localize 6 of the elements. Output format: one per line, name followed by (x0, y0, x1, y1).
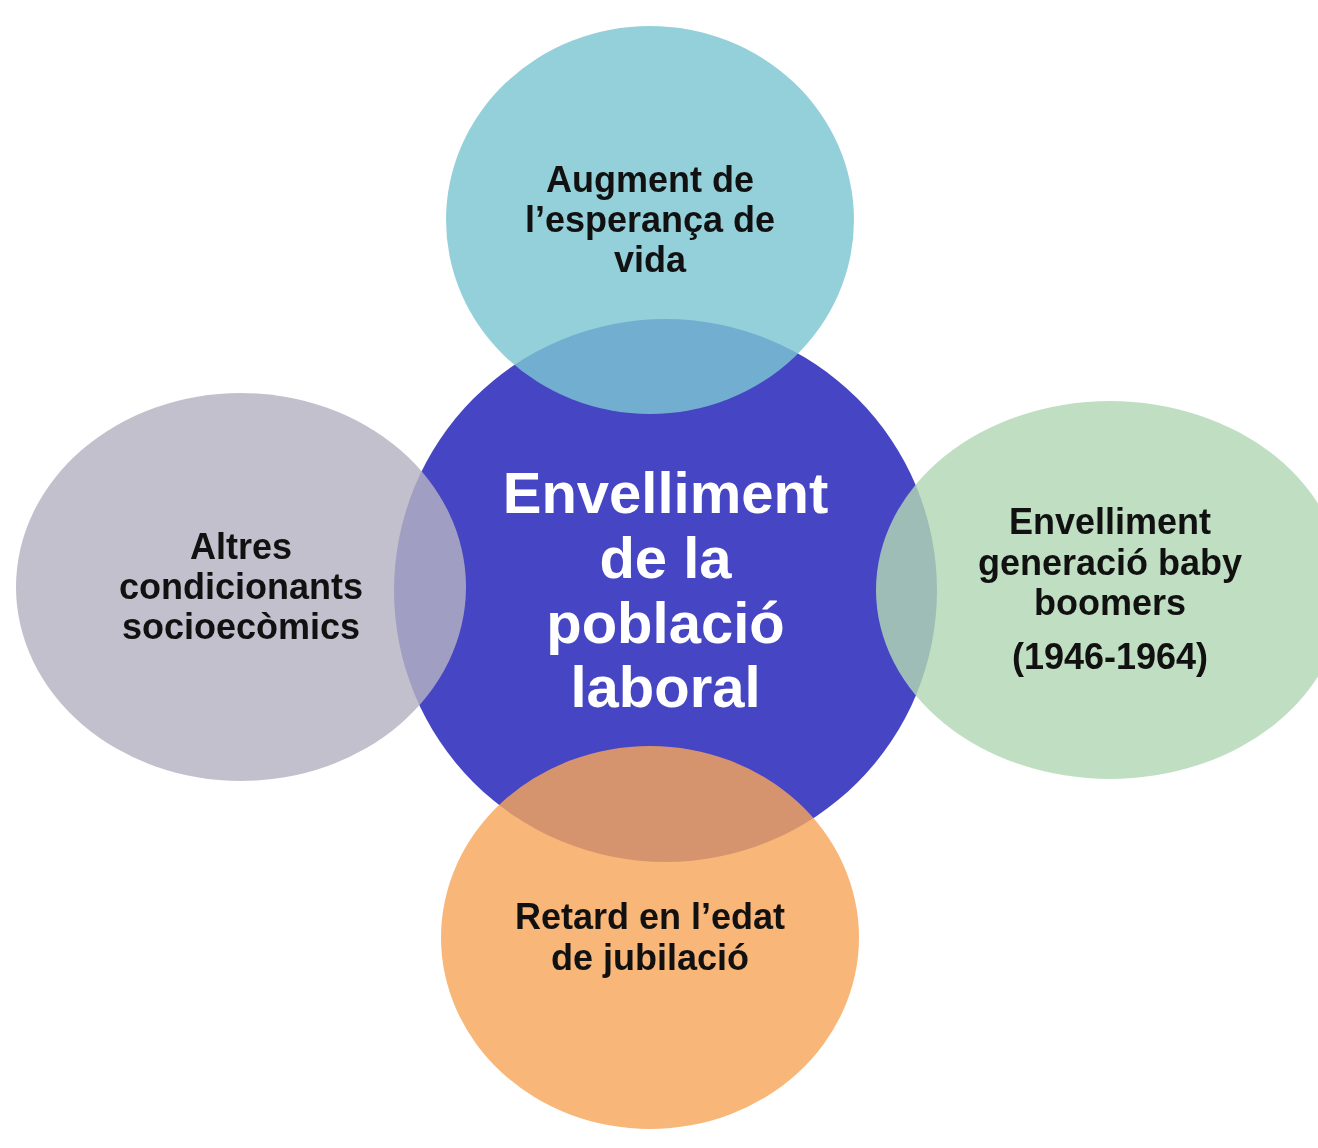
circle-label: Augment de l’esperança de vida (523, 159, 777, 281)
circle-label: (1946-1964) (1011, 637, 1209, 678)
circle-label: Retard en l’edat de jubilació (513, 897, 787, 978)
circle-label: Altres condicionants socioecòmics (118, 526, 364, 648)
central-title: Envelliment de la població laboral (501, 460, 830, 721)
circle-label: Envelliment generació baby boomers (976, 502, 1244, 624)
